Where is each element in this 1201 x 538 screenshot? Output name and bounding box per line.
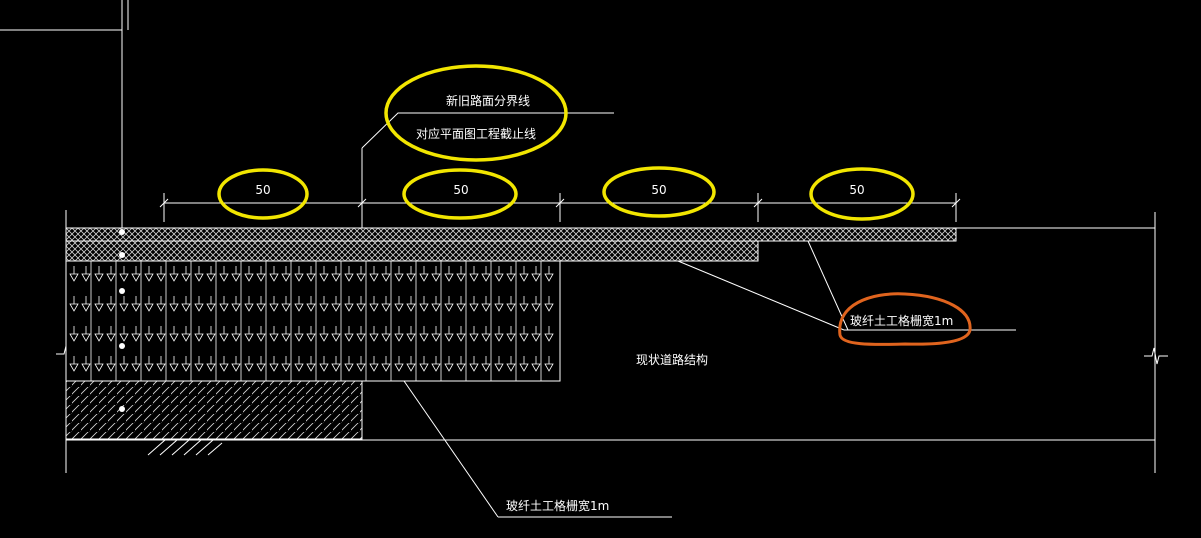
geogrid-bottom-leader <box>403 380 672 518</box>
surface-layer-lower <box>65 240 759 262</box>
base-layer <box>65 260 561 382</box>
yellow-highlight-marks <box>217 64 915 221</box>
right-break-line <box>1144 212 1168 473</box>
dimension-label-4: 50 <box>849 183 864 197</box>
geogrid-right-label: 玻纤土工格栅宽1m <box>850 313 953 328</box>
geogrid-right-leader <box>677 240 1016 331</box>
anchor-dots <box>119 229 125 412</box>
ground-hatch <box>147 439 223 456</box>
surface-layer-top <box>65 227 957 242</box>
dimension-label-1: 50 <box>255 183 270 197</box>
existing-structure-label: 现状道路结构 <box>636 352 708 367</box>
highlight-boundary-note <box>384 64 568 162</box>
subbase-layer <box>65 380 363 440</box>
highlight-dimension-3 <box>602 166 716 218</box>
plan-end-line-label: 对应平面图工程截止线 <box>416 126 536 141</box>
highlight-dimension-4 <box>809 167 915 221</box>
highlight-geogrid-note <box>838 292 972 346</box>
boundary-line-label: 新旧路面分界线 <box>446 93 530 108</box>
geogrid-bottom-label: 玻纤土工格栅宽1m <box>506 498 609 513</box>
dimension-label-3: 50 <box>651 183 666 197</box>
existing-road-outline <box>66 227 1155 441</box>
dimension-label-2: 50 <box>453 183 468 197</box>
highlight-dimension-1 <box>217 168 309 220</box>
boundary-leader <box>361 112 614 228</box>
highlight-dimension-2 <box>402 168 518 220</box>
